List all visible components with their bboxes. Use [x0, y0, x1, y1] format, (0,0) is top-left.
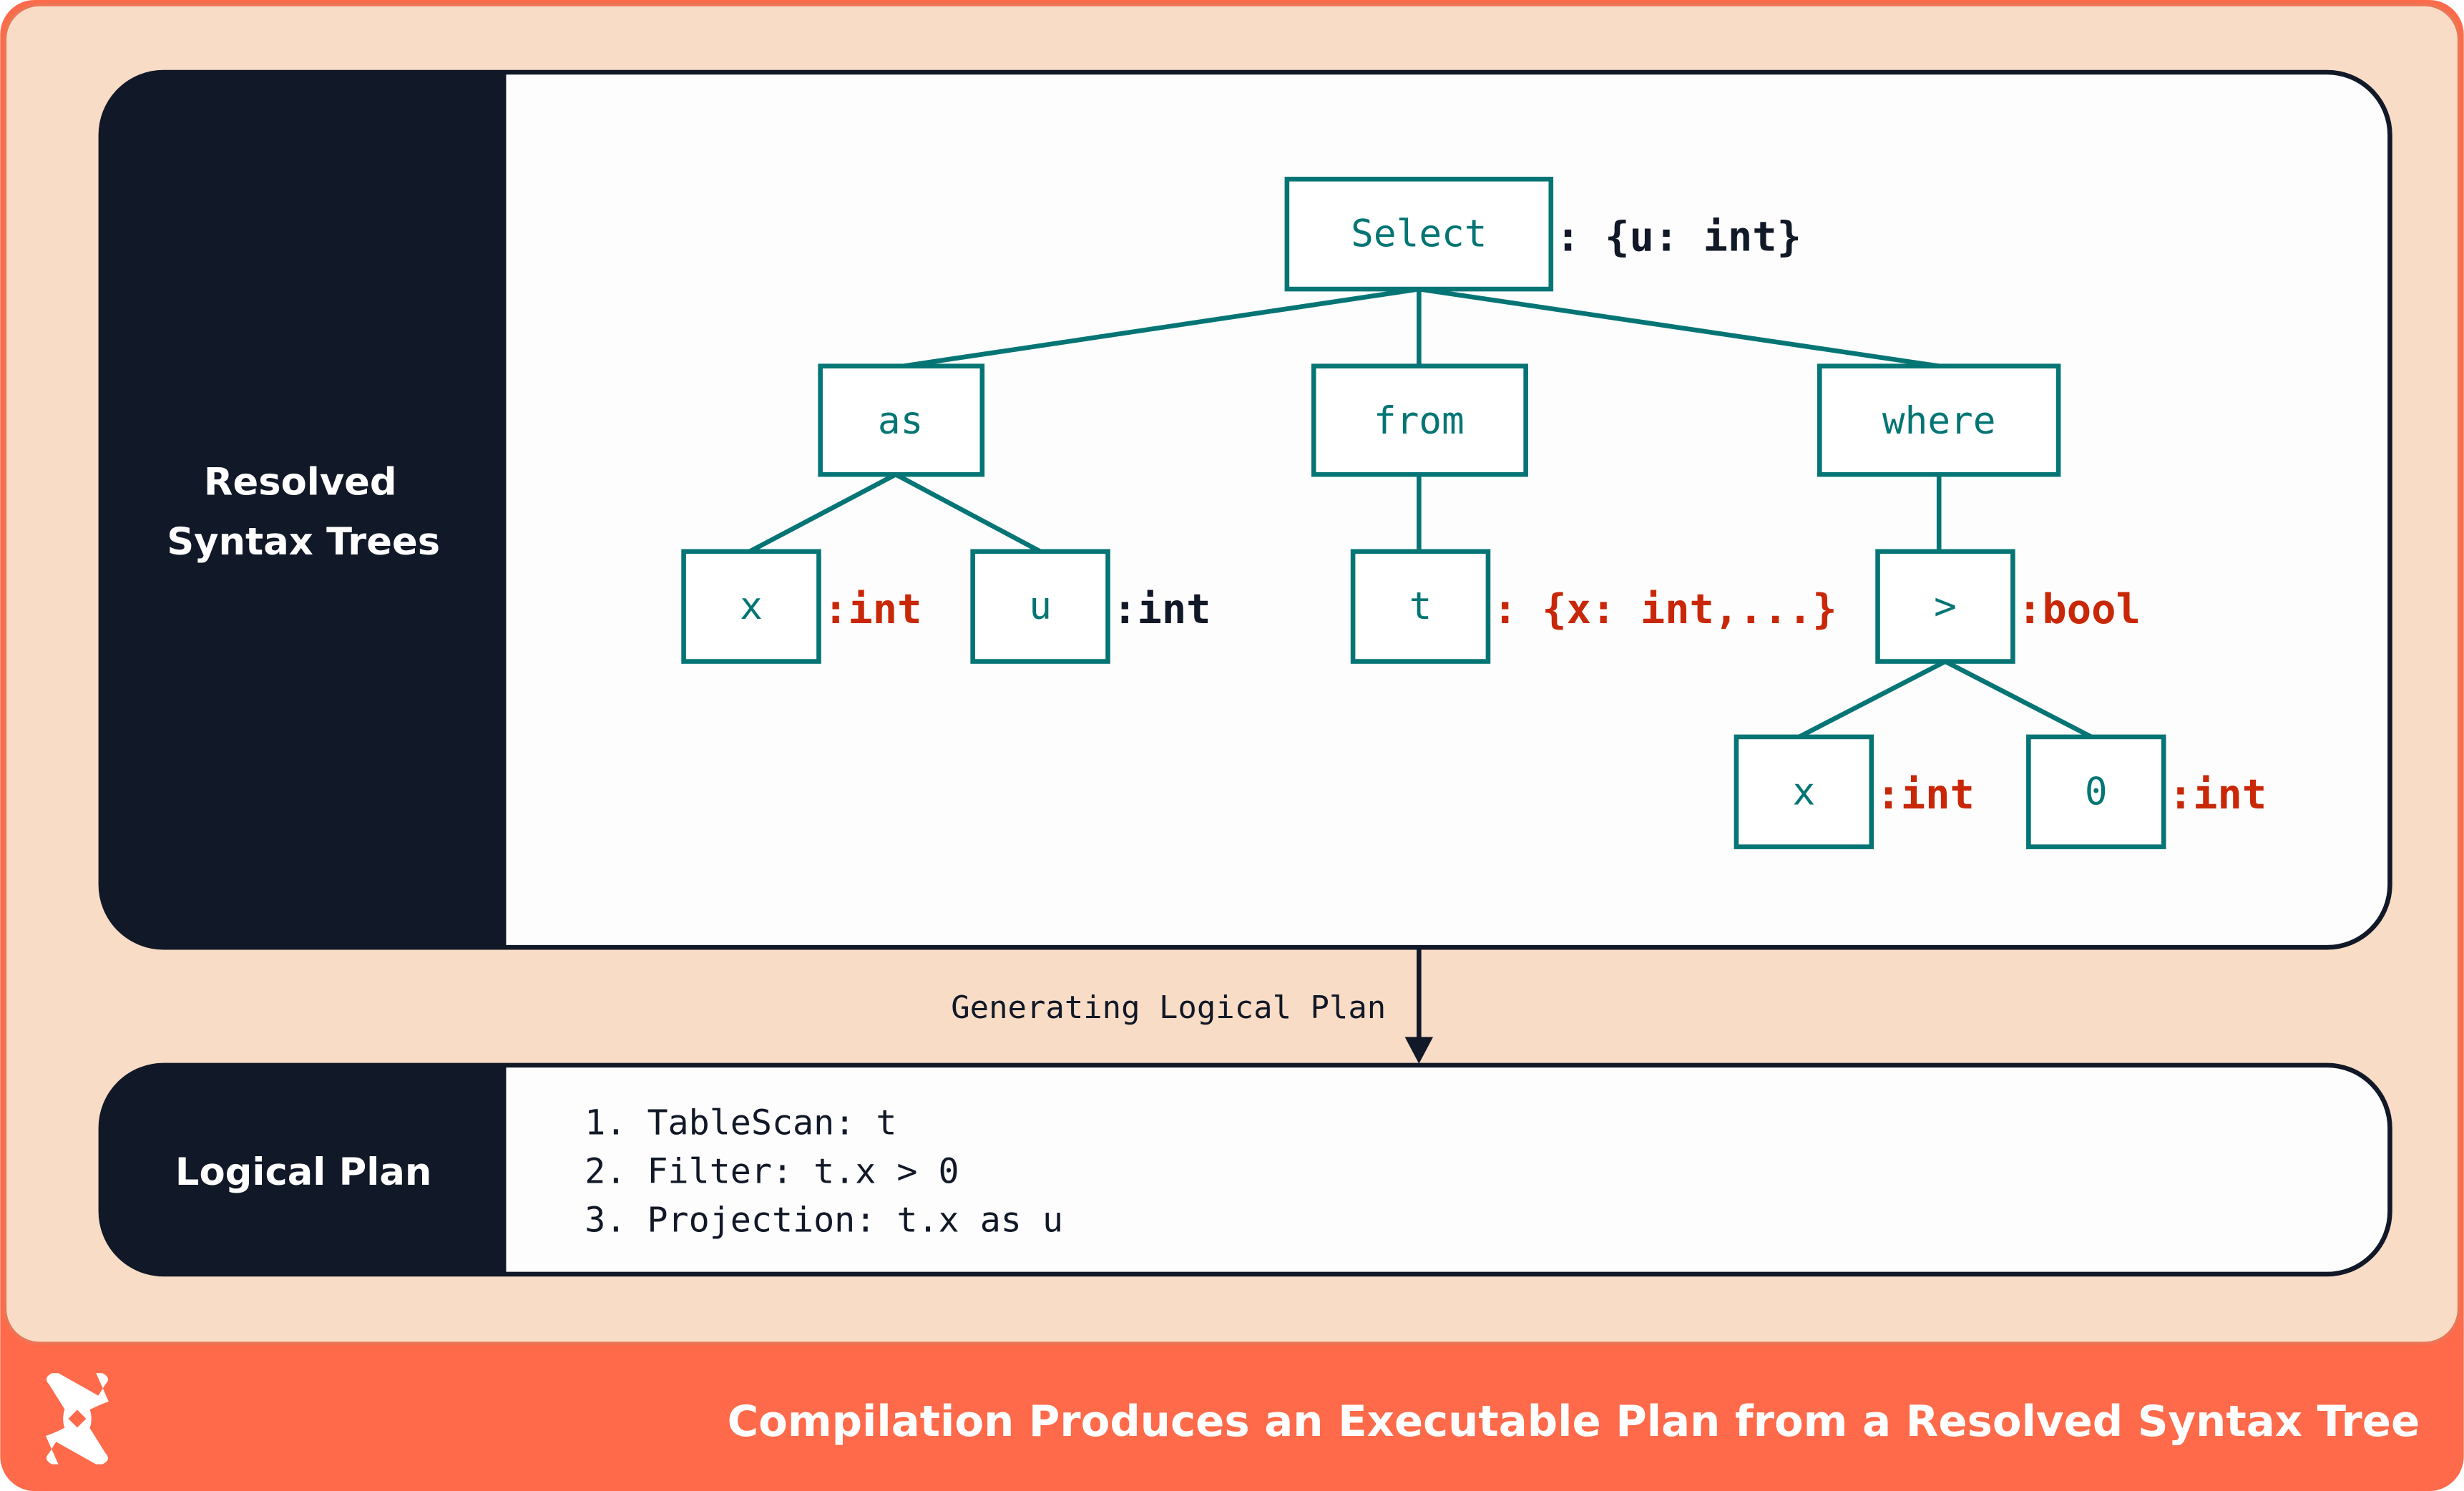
node-where: where: [1817, 363, 2061, 477]
svg-text:x: x: [1792, 770, 1815, 813]
node-t: t: [1350, 549, 1491, 664]
type-select: : {u: int}: [1555, 214, 1801, 261]
edge-gt-x: [1798, 659, 1947, 739]
node-from: from: [1311, 363, 1528, 477]
edge-select-where: [1418, 286, 1940, 368]
syntax-trees-label-line2: Syntax Trees: [167, 520, 440, 564]
syntax-trees-label-line1: Resolved: [204, 461, 397, 504]
svg-text:>: >: [1934, 585, 1957, 628]
edge-as-x: [748, 472, 897, 554]
footer-caption: Compilation Produces an Executable Plan …: [728, 1397, 2420, 1446]
svg-text:from: from: [1374, 399, 1465, 443]
logical-plan-panel: Logical Plan 1. TableScan: t 2. Filter: …: [98, 1062, 2392, 1277]
type-gt: :bool: [2018, 586, 2141, 633]
logical-plan-label: Logical Plan: [175, 1150, 431, 1194]
node-u: u: [970, 549, 1110, 664]
node-as: as: [818, 363, 985, 477]
node-select: Select: [1284, 177, 1554, 292]
plan-step: 3. Projection: t.x as u: [585, 1201, 1063, 1241]
svg-text:x: x: [740, 585, 763, 628]
node-gt: >: [1875, 549, 2015, 664]
type-x-filter: :int: [1876, 771, 1974, 818]
svg-text:Select: Select: [1351, 212, 1487, 256]
type-zero: :int: [2169, 771, 2267, 818]
plan-step: 2. Filter: t.x > 0: [585, 1152, 959, 1192]
x-logo-icon: [46, 1373, 109, 1465]
edge-gt-zero: [1944, 659, 2093, 739]
arrow-label: Generating Logical Plan: [951, 989, 1386, 1026]
svg-text:u: u: [1029, 585, 1052, 628]
tree-edges: [748, 286, 2093, 739]
edge-select-as: [903, 286, 1419, 368]
node-x-filter: x: [1734, 734, 1874, 849]
type-x: :int: [823, 586, 921, 633]
svg-text:t: t: [1409, 585, 1432, 628]
node-x: x: [681, 549, 821, 664]
generate-arrow: Generating Logical Plan: [951, 947, 1434, 1064]
plan-step: 1. TableScan: t: [585, 1103, 896, 1143]
svg-text:0: 0: [2085, 770, 2108, 813]
type-t: : {x: int,...}: [1493, 586, 1837, 633]
svg-text:as: as: [878, 399, 923, 443]
svg-text:where: where: [1882, 399, 1996, 443]
type-u: :int: [1113, 586, 1211, 633]
node-zero: 0: [2026, 734, 2166, 849]
arrow-head-icon: [1404, 1037, 1434, 1064]
edge-as-u: [894, 472, 1042, 554]
